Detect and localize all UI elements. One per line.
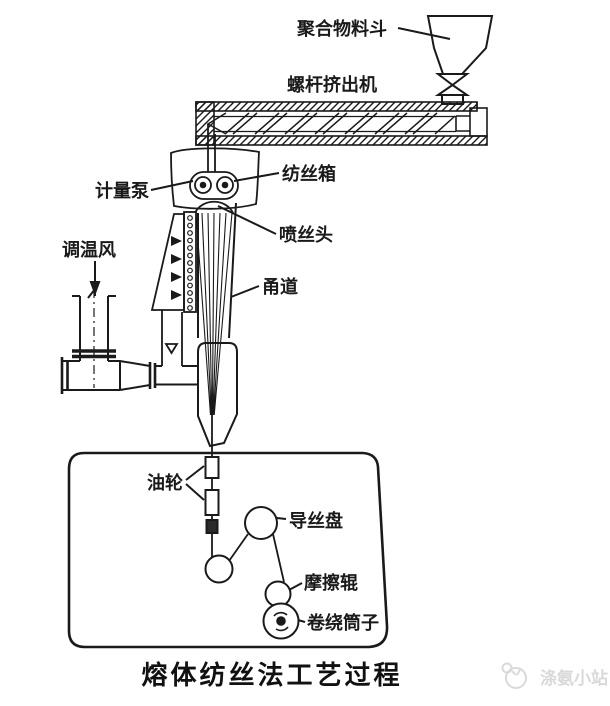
godet-disc bbox=[244, 506, 278, 540]
duct-callout: 甬道 bbox=[230, 276, 298, 298]
watermark-text: 涤氨小站 bbox=[540, 668, 608, 688]
friction-roller-label: 摩擦辊 bbox=[304, 572, 358, 593]
extruder-left-block bbox=[195, 101, 215, 146]
spinneret-leader-line bbox=[217, 205, 277, 235]
oil-wheel-1 bbox=[204, 456, 220, 479]
riser-duct bbox=[72, 286, 116, 361]
winding-bobbin-leader-line bbox=[297, 619, 306, 623]
drain-funnel-icon bbox=[164, 343, 179, 355]
air-screen bbox=[183, 211, 197, 313]
metering-pump-label: 计量泵 bbox=[95, 180, 149, 201]
polymer-hopper bbox=[426, 15, 494, 105]
oil-wheel-3 bbox=[205, 519, 219, 534]
godet-label: 导丝盘 bbox=[289, 510, 343, 531]
oil-wheel-leader-lines bbox=[185, 465, 205, 501]
bobbin-yarn-icon bbox=[273, 611, 289, 632]
metering-pump-callout: 计量泵 bbox=[95, 180, 194, 201]
horizontal-pipe bbox=[155, 365, 198, 386]
winding-bobbin-label: 卷绕筒子 bbox=[306, 612, 379, 633]
quench-plenum bbox=[150, 211, 197, 366]
thread-path-lines bbox=[228, 533, 285, 583]
friction-roller-leader-line bbox=[288, 582, 303, 591]
oil-wheel-2 bbox=[204, 489, 220, 516]
hopper-label: 聚合物料斗 bbox=[296, 18, 387, 39]
winding-room-outline bbox=[67, 451, 389, 649]
screw-extruder bbox=[195, 101, 488, 146]
hopper-leader-line bbox=[397, 27, 451, 40]
spinneret-body bbox=[194, 200, 234, 214]
hopper-valve-icon bbox=[434, 73, 471, 96]
reducer bbox=[119, 360, 151, 391]
extruder-screw-icon bbox=[206, 112, 456, 135]
metering-pump-leader-line bbox=[150, 180, 194, 191]
watermark: 涤氨小站 bbox=[501, 662, 608, 689]
air-inlet-arrow-icon bbox=[89, 261, 101, 296]
air-supply-piping bbox=[60, 261, 198, 394]
godet-leader-line bbox=[276, 517, 287, 520]
duct-label: 甬道 bbox=[262, 276, 298, 297]
air-flow-arrow-icons bbox=[171, 236, 182, 300]
spinning-box-body bbox=[170, 147, 260, 210]
godet-callout: 导丝盘 bbox=[276, 510, 343, 531]
diagram-title: 熔体纺丝法工艺过程 bbox=[141, 660, 402, 690]
spinneret-callout: 喷丝头 bbox=[217, 205, 333, 245]
spinning-box-callout: 纺丝箱 bbox=[233, 163, 336, 184]
extruder-top-wall bbox=[195, 101, 478, 112]
extruder-bottom-wall bbox=[195, 135, 488, 146]
oil-wheel-label: 油轮 bbox=[147, 472, 183, 493]
duct-leader-line bbox=[230, 285, 260, 298]
hopper-callout: 聚合物料斗 bbox=[296, 18, 451, 40]
plenum-drain-channel bbox=[161, 310, 183, 366]
tee-pipe bbox=[62, 360, 121, 391]
reducer-flange bbox=[148, 362, 157, 389]
spinneret-label: 喷丝头 bbox=[279, 224, 333, 245]
quench-air-label: 调温风 bbox=[62, 240, 116, 260]
riser-flange bbox=[72, 349, 116, 359]
metering-pump-body bbox=[189, 171, 239, 200]
extruder-label: 螺杆挤出机 bbox=[287, 74, 377, 95]
winding-bobbin-callout: 卷绕筒子 bbox=[297, 612, 379, 633]
tee-left-flange bbox=[60, 357, 69, 394]
spinning-box-leader-line bbox=[233, 172, 280, 182]
filament-bundle bbox=[195, 212, 233, 557]
oil-wheels bbox=[204, 456, 220, 534]
spinning-box bbox=[170, 147, 260, 214]
extruder-right-cap bbox=[455, 102, 488, 137]
friction-roller-callout: 摩擦辊 bbox=[288, 572, 358, 593]
hopper-body bbox=[426, 15, 494, 75]
take-up-system bbox=[204, 506, 300, 640]
cat-logo-icon bbox=[501, 662, 527, 689]
duct-lower-body bbox=[197, 342, 238, 448]
oil-wheel-callout: 油轮 bbox=[147, 465, 205, 501]
bottom-guide-roller bbox=[204, 554, 234, 584]
spinning-box-label: 纺丝箱 bbox=[282, 163, 336, 184]
